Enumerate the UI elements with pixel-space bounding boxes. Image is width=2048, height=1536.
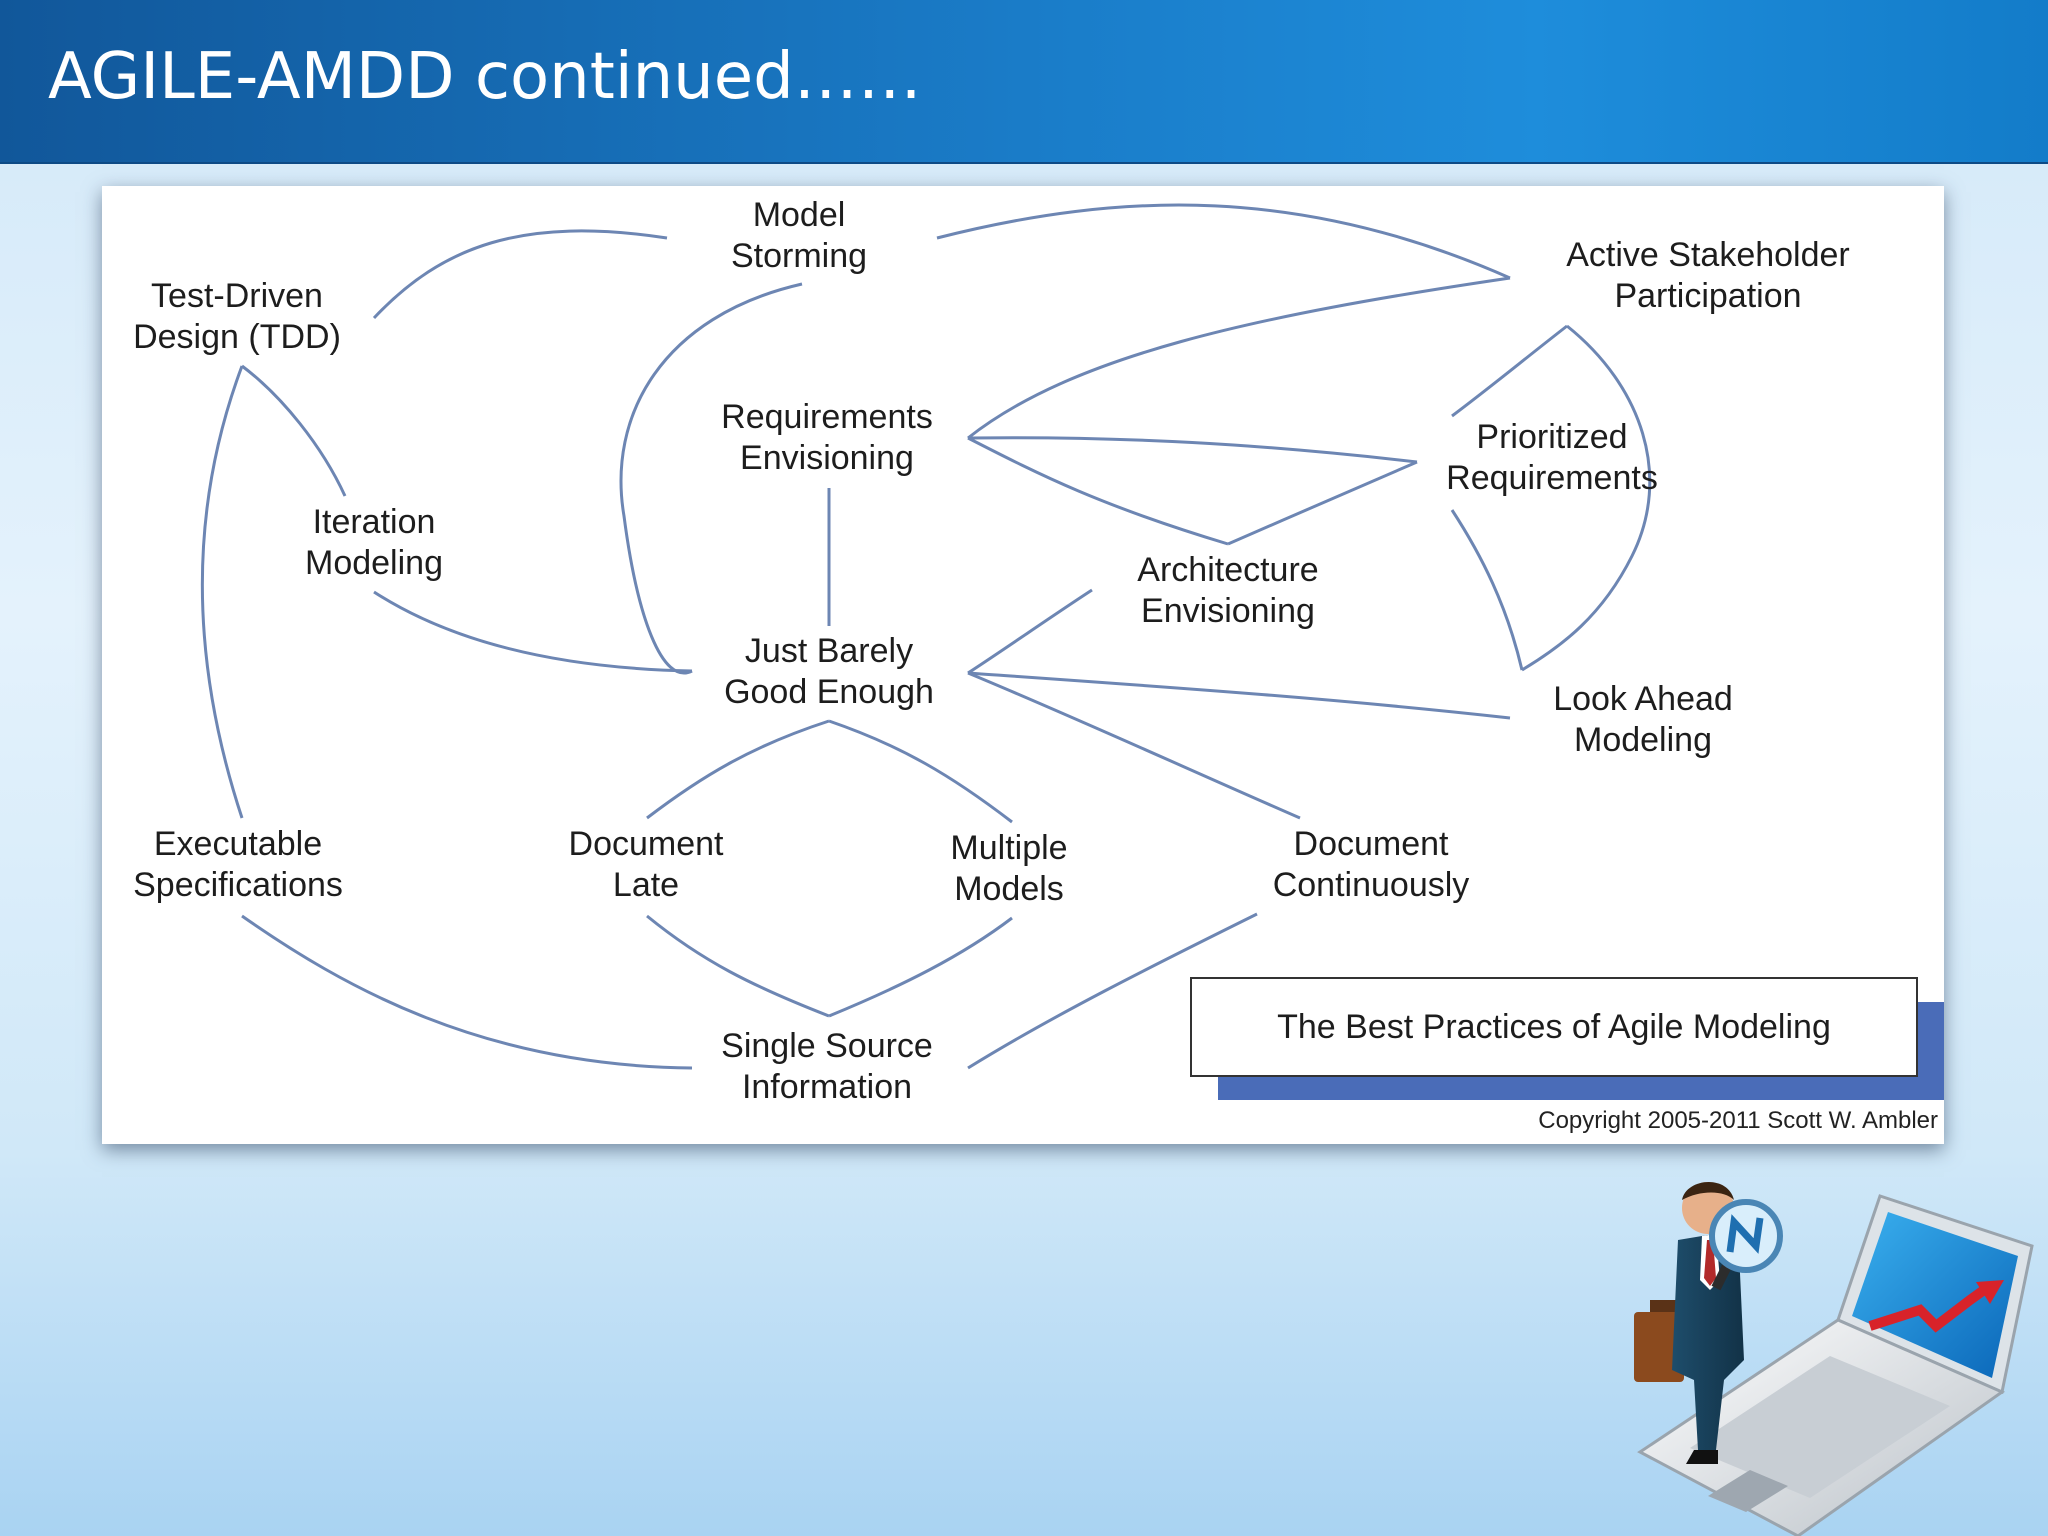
svg-text:Participation: Participation <box>1614 277 1801 315</box>
node-test-driven-design: Test-Driven Design (TDD) <box>133 277 341 356</box>
svg-text:Model: Model <box>753 196 846 234</box>
svg-text:Multiple: Multiple <box>950 829 1067 867</box>
edge-model-storming-active-stakeholder <box>936 203 1511 280</box>
svg-text:Requirements: Requirements <box>1446 459 1658 497</box>
svg-text:Document: Document <box>1294 825 1450 863</box>
node-just-barely-good-enough: Just Barely Good Enough <box>724 632 934 711</box>
svg-text:Specifications: Specifications <box>133 866 343 904</box>
edge-just-barely-multiple-models <box>828 719 1013 824</box>
edge-active-stakeholder-requirements <box>967 276 1511 440</box>
svg-text:Iteration: Iteration <box>313 503 436 541</box>
briefcase-icon <box>1634 1312 1684 1382</box>
svg-text:Modeling: Modeling <box>1574 721 1712 759</box>
edge-multiple-models-single-source <box>828 916 1013 1018</box>
edge-just-barely-look-ahead <box>967 671 1511 720</box>
node-document-continuously: Document Continuously <box>1273 825 1470 904</box>
title-bar: AGILE-AMDD continued…… <box>0 0 2048 164</box>
slide-title: AGILE-AMDD continued…… <box>48 40 922 114</box>
svg-text:Envisioning: Envisioning <box>740 439 914 477</box>
copyright-notice: Copyright 2005-2011 Scott W. Ambler <box>1538 1107 1938 1134</box>
edge-model-storming-just-barely <box>619 282 803 675</box>
edge-active-stakeholder-look-ahead <box>1521 324 1652 672</box>
legend-title: The Best Practices of Agile Modeling <box>1277 1008 1831 1046</box>
svg-text:Requirements: Requirements <box>721 398 933 436</box>
node-model-storming: Model Storming <box>731 196 867 275</box>
diagram-legend: The Best Practices of Agile Modeling <box>1190 977 1944 1100</box>
diagram-edges <box>200 203 1652 1070</box>
node-requirements-envisioning: Requirements Envisioning <box>721 398 933 477</box>
node-executable-specifications: Executable Specifications <box>133 825 343 904</box>
svg-text:Architecture: Architecture <box>1137 551 1318 589</box>
svg-text:Executable: Executable <box>154 825 322 863</box>
svg-text:Late: Late <box>613 866 679 904</box>
edge-tdd-iteration <box>241 364 347 497</box>
svg-text:Storming: Storming <box>731 237 867 275</box>
node-multiple-models: Multiple Models <box>950 829 1067 908</box>
edge-document-continuously-single-source <box>967 912 1258 1070</box>
node-iteration-modeling: Iteration Modeling <box>305 503 443 582</box>
svg-text:Test-Driven: Test-Driven <box>151 277 323 315</box>
edge-executable-single-source <box>241 914 693 1070</box>
node-prioritized-requirements: Prioritized Requirements <box>1446 418 1658 497</box>
node-architecture-envisioning: Architecture Envisioning <box>1137 551 1318 630</box>
node-single-source-information: Single Source Information <box>721 1027 933 1106</box>
businessman-icon <box>1634 1181 1744 1464</box>
svg-text:Document: Document <box>569 825 725 863</box>
svg-text:Single Source: Single Source <box>721 1027 933 1065</box>
edge-document-late-single-source <box>646 914 830 1018</box>
node-look-ahead-modeling: Look Ahead Modeling <box>1553 680 1733 759</box>
svg-text:Modeling: Modeling <box>305 544 443 582</box>
edge-tdd-model-storming <box>372 229 668 320</box>
edge-prioritized-look-ahead <box>1450 509 1524 671</box>
svg-text:Active Stakeholder: Active Stakeholder <box>1566 236 1850 274</box>
edge-just-barely-document-late <box>646 719 830 820</box>
svg-text:Just Barely: Just Barely <box>745 632 913 670</box>
magnifier-icon <box>1709 1199 1783 1291</box>
edge-iteration-just-barely <box>373 590 693 673</box>
edge-requirements-architecture <box>967 436 1229 546</box>
svg-text:Envisioning: Envisioning <box>1141 592 1315 630</box>
svg-text:Good Enough: Good Enough <box>724 673 934 711</box>
legend-box <box>1190 977 1918 1077</box>
edge-tdd-executable <box>200 365 244 819</box>
edge-active-stakeholder-prioritized <box>1451 324 1568 418</box>
edge-architecture-prioritized <box>1227 460 1418 546</box>
svg-text:Prioritized: Prioritized <box>1476 418 1627 456</box>
businessman-laptop-clipart <box>1634 1181 2034 1536</box>
edge-just-barely-document-continuously <box>967 671 1301 820</box>
svg-text:Models: Models <box>954 870 1064 908</box>
edge-requirements-prioritized <box>967 436 1418 464</box>
node-document-late: Document Late <box>569 825 725 904</box>
node-active-stakeholder-participation: Active Stakeholder Participation <box>1566 236 1850 315</box>
laptop-icon <box>1637 1194 2034 1536</box>
svg-text:Continuously: Continuously <box>1273 866 1470 904</box>
svg-text:Look Ahead: Look Ahead <box>1553 680 1733 718</box>
svg-text:Design (TDD): Design (TDD) <box>133 318 341 356</box>
svg-text:Information: Information <box>742 1068 912 1106</box>
agile-practices-diagram: Model Storming Test-Driven Design (TDD) … <box>133 196 1944 1134</box>
diagram-frame: Model Storming Test-Driven Design (TDD) … <box>102 186 1944 1144</box>
edge-just-barely-architecture <box>967 588 1093 675</box>
